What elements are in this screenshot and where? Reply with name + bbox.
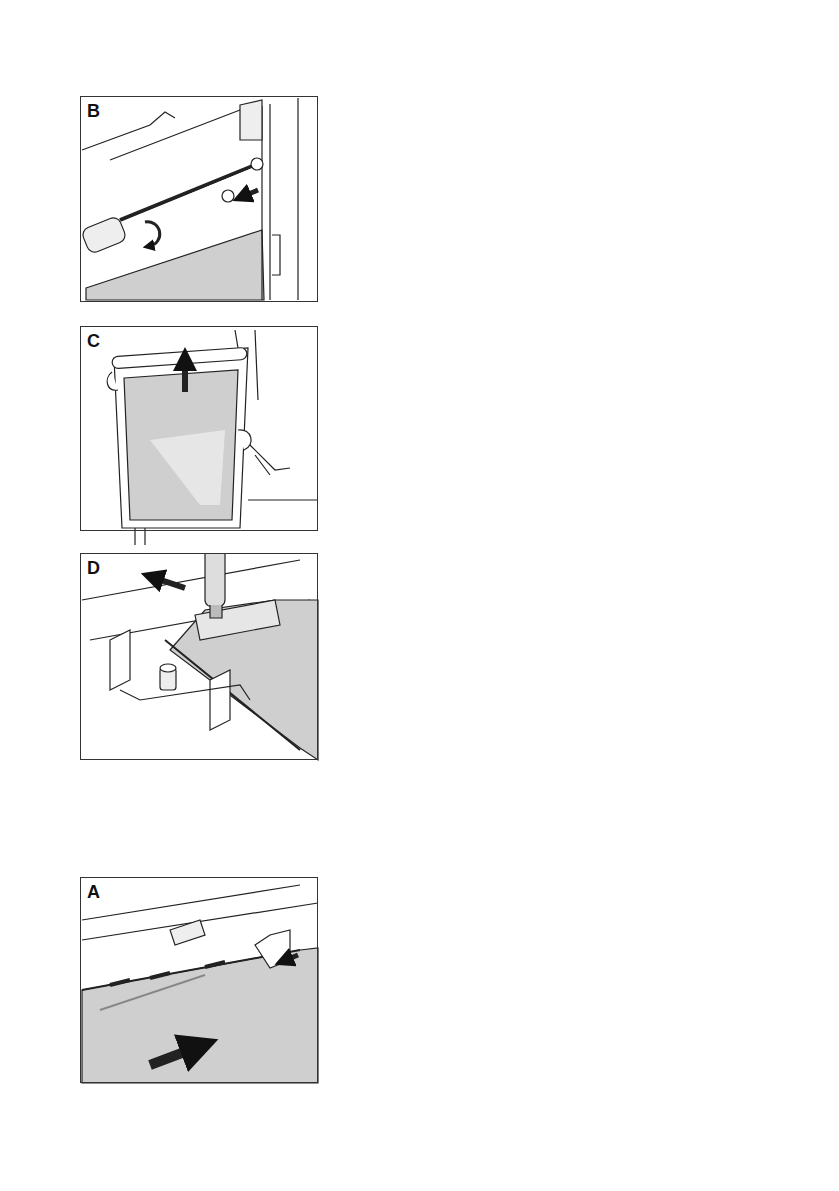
figure-panel: D: [80, 553, 318, 760]
panel-letter: A: [84, 880, 103, 904]
hinge-illustration: [81, 98, 298, 300]
seal-removal-illustration: [82, 553, 318, 760]
panel-letter: B: [84, 99, 103, 123]
door-lift-illustration: [107, 330, 318, 545]
figure-panel: B: [80, 96, 318, 302]
figure-panel: C: [80, 326, 318, 531]
figure-panel: A: [80, 877, 318, 1083]
panel-letter: C: [84, 329, 103, 353]
seal-fitting-illustration: [82, 885, 318, 1083]
panel-letter: D: [84, 556, 103, 580]
